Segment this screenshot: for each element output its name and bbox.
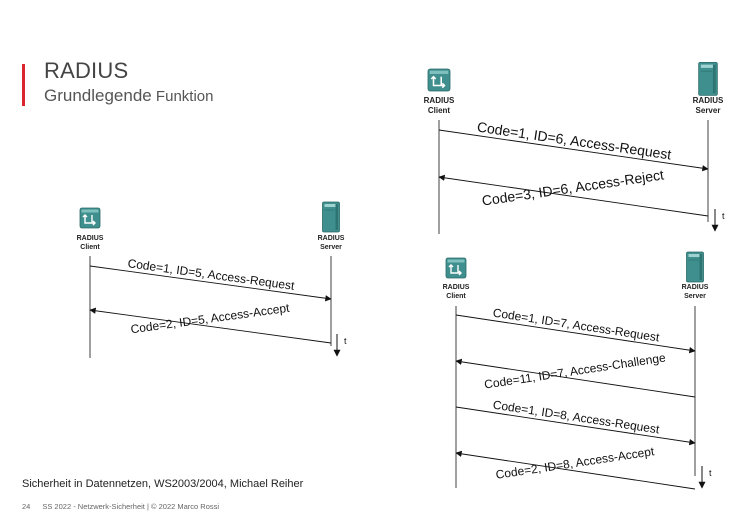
time-label: t [709, 468, 712, 478]
slide-title: RADIUS [44, 58, 129, 83]
router-icon [79, 207, 101, 229]
subtitle-main: Grundlegende [44, 86, 152, 105]
footer-text: SS 2022 - Netzwerk-Sicherheit | © 2022 M… [42, 502, 220, 511]
server-label-line1: RADIUS [318, 235, 345, 242]
slide-subtitle: Grundlegende Funktion [44, 86, 213, 106]
message-arrow [89, 265, 332, 302]
server-label-line1: RADIUS [682, 284, 709, 291]
message-arrow [89, 307, 332, 344]
message-label: Code=1, ID=6, Access-Request [476, 119, 672, 163]
message-label: Code=11, ID=7, Access-Challenge [483, 350, 667, 391]
client-label-line1: RADIUS [443, 284, 470, 291]
router-icon [445, 257, 467, 279]
server-tower-icon [698, 62, 718, 96]
title-accent-bar [22, 64, 25, 106]
message-arrow [455, 314, 696, 354]
client-label-line2: Client [80, 244, 100, 251]
message-label: Code=1, ID=7, Access-Request [492, 306, 661, 345]
server-label-line1: RADIUS [693, 96, 724, 105]
server-label-line2: Server [696, 106, 721, 115]
citation: Sicherheit in Datennetzen, WS2003/2004, … [22, 478, 304, 490]
time-label: t [722, 211, 725, 221]
message-arrow [455, 450, 696, 490]
page-number: 24 [22, 502, 31, 511]
message-arrow [438, 129, 709, 172]
client-label-line1: RADIUS [77, 235, 104, 242]
time-label: t [344, 336, 347, 346]
client-label-line1: RADIUS [424, 96, 455, 105]
server-tower-icon [686, 251, 704, 283]
server-tower-icon [322, 201, 340, 233]
message-arrow [455, 358, 696, 398]
footer: 24 SS 2022 - Netzwerk-Sicherheit | © 2022… [22, 502, 219, 511]
message-label: Code=3, ID=6, Access-Reject [481, 166, 665, 208]
server-label-line2: Server [320, 244, 342, 251]
message-arrow [455, 406, 696, 446]
message-label: Code=2, ID=5, Access-Accept [130, 301, 291, 337]
subtitle-small: Funktion [151, 88, 214, 105]
message-label: Code=2, ID=8, Access-Accept [495, 444, 656, 482]
message-label: Code=1, ID=8, Access-Request [492, 398, 661, 437]
server-label-line2: Server [684, 293, 706, 300]
router-icon [427, 68, 451, 92]
message-arrow [438, 174, 709, 217]
sequence-diagram-access-challenge: RADIUS Client RADIUS Server t Code=1, ID=7, A… [443, 251, 712, 490]
client-label-line2: Client [446, 293, 466, 300]
client-label-line2: Client [428, 106, 451, 115]
